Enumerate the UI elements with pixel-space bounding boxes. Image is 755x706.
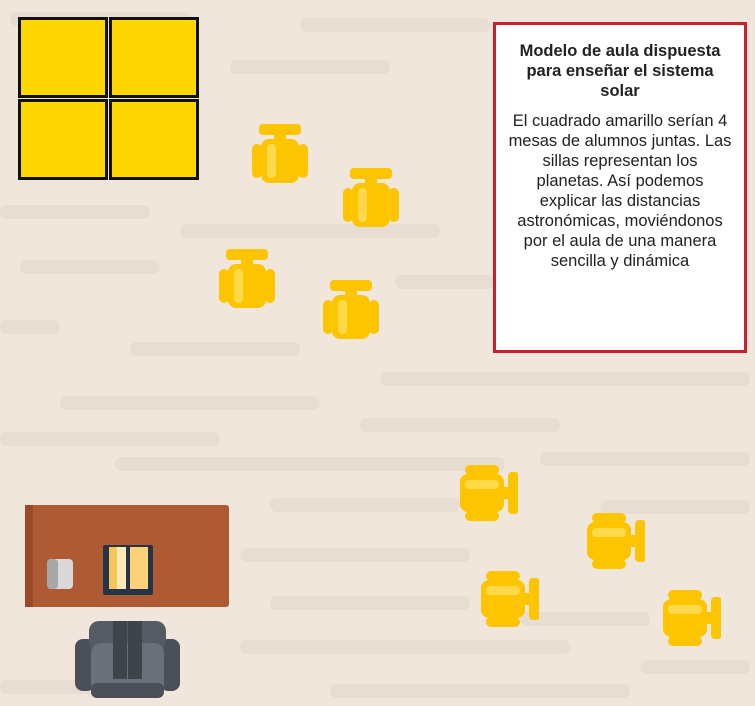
note-title: Modelo de aula dispuesta para enseñar el… bbox=[519, 42, 721, 100]
armchair-icon bbox=[75, 621, 180, 698]
chair-icon bbox=[343, 168, 399, 227]
student-desk bbox=[18, 99, 108, 180]
student-desk-group bbox=[18, 17, 206, 187]
chair-icon bbox=[219, 249, 275, 308]
chair-icon bbox=[663, 590, 721, 646]
student-desk bbox=[109, 99, 199, 180]
open-book-icon bbox=[103, 545, 153, 595]
student-desk bbox=[109, 17, 199, 98]
chair-icon bbox=[460, 465, 518, 521]
chair-icon bbox=[481, 571, 539, 627]
explanation-note: Modelo de aula dispuesta para enseñar el… bbox=[493, 22, 747, 353]
teacher-desk-icon bbox=[25, 505, 229, 607]
chair-icon bbox=[587, 513, 645, 569]
chair-icon bbox=[252, 124, 308, 183]
note-body: El cuadrado amarillo serían 4 mesas de a… bbox=[508, 112, 732, 270]
student-desk bbox=[18, 17, 108, 98]
chair-icon bbox=[323, 280, 379, 339]
eraser-icon bbox=[47, 559, 73, 589]
